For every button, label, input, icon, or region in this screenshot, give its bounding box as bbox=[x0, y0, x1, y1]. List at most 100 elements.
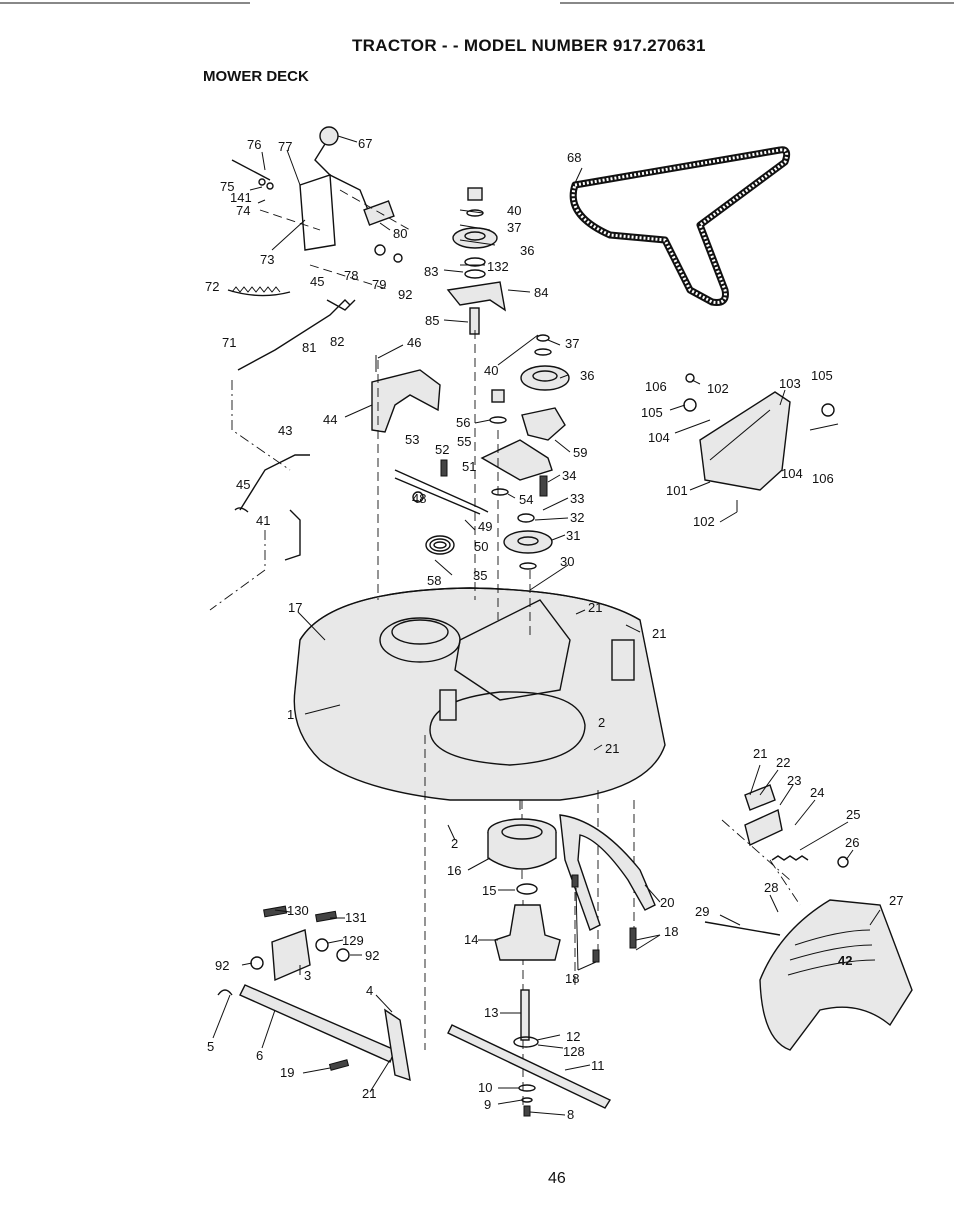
callout-16: 16 bbox=[447, 863, 461, 878]
callout-76: 76 bbox=[247, 137, 261, 152]
callout-32: 32 bbox=[570, 510, 584, 525]
lever-grip bbox=[363, 200, 395, 226]
callout-13: 13 bbox=[484, 1005, 498, 1020]
callout-51: 51 bbox=[462, 459, 476, 474]
callout-80: 80 bbox=[393, 226, 407, 241]
callout-54: 54 bbox=[519, 492, 533, 507]
callout-22: 22 bbox=[776, 755, 790, 770]
callout-41: 41 bbox=[256, 513, 270, 528]
callout-46: 46 bbox=[407, 335, 421, 350]
callout-71: 71 bbox=[222, 335, 236, 350]
callout-128: 128 bbox=[563, 1044, 585, 1059]
bracket-4 bbox=[384, 1008, 411, 1082]
callout-52: 52 bbox=[435, 442, 449, 457]
idler-spring-and-arm bbox=[394, 459, 489, 555]
callout-30: 30 bbox=[560, 554, 574, 569]
callout-1: 1 bbox=[287, 707, 294, 722]
deck-bracket-right bbox=[611, 639, 635, 681]
callout-82: 82 bbox=[330, 334, 344, 349]
callout-12: 12 bbox=[566, 1029, 580, 1044]
callout-37b: 37 bbox=[565, 336, 579, 351]
callout-26: 26 bbox=[845, 835, 859, 850]
callout-17: 17 bbox=[288, 600, 302, 615]
callout-92c: 92 bbox=[365, 948, 379, 963]
chute-logo: 42 bbox=[838, 953, 852, 968]
spindle-shaft-13 bbox=[520, 989, 530, 1041]
callout-9: 9 bbox=[484, 1097, 491, 1112]
callout-leaders bbox=[212, 135, 881, 1116]
callout-53: 53 bbox=[405, 432, 419, 447]
callout-103: 103 bbox=[779, 376, 801, 391]
callout-11: 11 bbox=[591, 1058, 605, 1073]
bolt-85 bbox=[469, 307, 480, 335]
callout-59: 59 bbox=[573, 445, 587, 460]
idler-pulley-stack-center bbox=[480, 334, 570, 570]
callout-105b: 105 bbox=[641, 405, 663, 420]
callout-68: 68 bbox=[567, 150, 581, 165]
callout-28: 28 bbox=[764, 880, 778, 895]
mower-deck-housing bbox=[293, 587, 666, 810]
callout-18a: 18 bbox=[565, 971, 579, 986]
lever-bracket bbox=[299, 174, 336, 251]
callout-21b: 21 bbox=[652, 626, 666, 641]
callout-129: 129 bbox=[342, 933, 364, 948]
callout-36a: 36 bbox=[520, 243, 534, 258]
deck-support-parts bbox=[217, 905, 411, 1082]
callout-92a: 92 bbox=[398, 287, 412, 302]
callout-106b: 106 bbox=[812, 471, 834, 486]
callout-25: 25 bbox=[846, 807, 860, 822]
callout-58: 58 bbox=[427, 573, 441, 588]
callout-44: 44 bbox=[323, 412, 337, 427]
callout-24: 24 bbox=[810, 785, 824, 800]
callout-83: 83 bbox=[424, 264, 438, 279]
belt-cover bbox=[371, 355, 441, 433]
mower-blade-11 bbox=[447, 1024, 612, 1109]
callout-labels: 76 77 67 75 141 74 73 80 78 79 92 72 45 … bbox=[205, 136, 903, 1122]
callout-8: 8 bbox=[567, 1107, 574, 1122]
callout-19: 19 bbox=[280, 1065, 294, 1080]
callout-45a: 45 bbox=[310, 274, 324, 289]
callout-132: 132 bbox=[487, 259, 509, 274]
callout-36b: 36 bbox=[580, 368, 594, 383]
callout-3: 3 bbox=[304, 968, 311, 983]
callout-56: 56 bbox=[456, 415, 470, 430]
support-link-6 bbox=[239, 984, 396, 1063]
callout-102a: 102 bbox=[707, 381, 729, 396]
idler-pulley-stack-upper bbox=[446, 187, 506, 335]
callout-81: 81 bbox=[302, 340, 316, 355]
callout-40a: 40 bbox=[507, 203, 521, 218]
callout-20: 20 bbox=[660, 895, 674, 910]
callout-74: 74 bbox=[236, 203, 250, 218]
callout-48: 48 bbox=[412, 491, 426, 506]
callout-106a: 106 bbox=[645, 379, 667, 394]
page-title: TRACTOR - - MODEL NUMBER 917.270631 bbox=[352, 36, 706, 55]
deflector-baffle bbox=[683, 373, 839, 512]
callout-21e: 21 bbox=[362, 1086, 376, 1101]
callout-85: 85 bbox=[425, 313, 439, 328]
callout-73: 73 bbox=[260, 252, 274, 267]
spindle-shield-16 bbox=[487, 832, 557, 870]
callout-130: 130 bbox=[287, 903, 309, 918]
callout-37a: 37 bbox=[507, 220, 521, 235]
spindle-housing-14 bbox=[494, 904, 561, 961]
callout-21a: 21 bbox=[588, 600, 602, 615]
lift-rod-71 bbox=[237, 299, 351, 371]
callout-101: 101 bbox=[666, 483, 688, 498]
belt-guide-84 bbox=[446, 281, 506, 312]
callout-105a: 105 bbox=[811, 368, 833, 383]
callout-5: 5 bbox=[207, 1039, 214, 1054]
callout-50: 50 bbox=[474, 539, 488, 554]
callout-4: 4 bbox=[366, 983, 373, 998]
idler-arm-55 bbox=[480, 439, 553, 481]
callout-21d: 21 bbox=[753, 746, 767, 761]
rod-43 bbox=[239, 454, 310, 511]
lift-lever-assembly bbox=[231, 126, 411, 291]
rear-hitch-parts bbox=[704, 784, 849, 936]
callout-23: 23 bbox=[787, 773, 801, 788]
drive-belt bbox=[569, 146, 791, 306]
callout-78: 78 bbox=[344, 268, 358, 283]
blade-spindle-stack bbox=[447, 818, 612, 1117]
callout-27: 27 bbox=[889, 893, 903, 908]
callout-104a: 104 bbox=[648, 430, 670, 445]
